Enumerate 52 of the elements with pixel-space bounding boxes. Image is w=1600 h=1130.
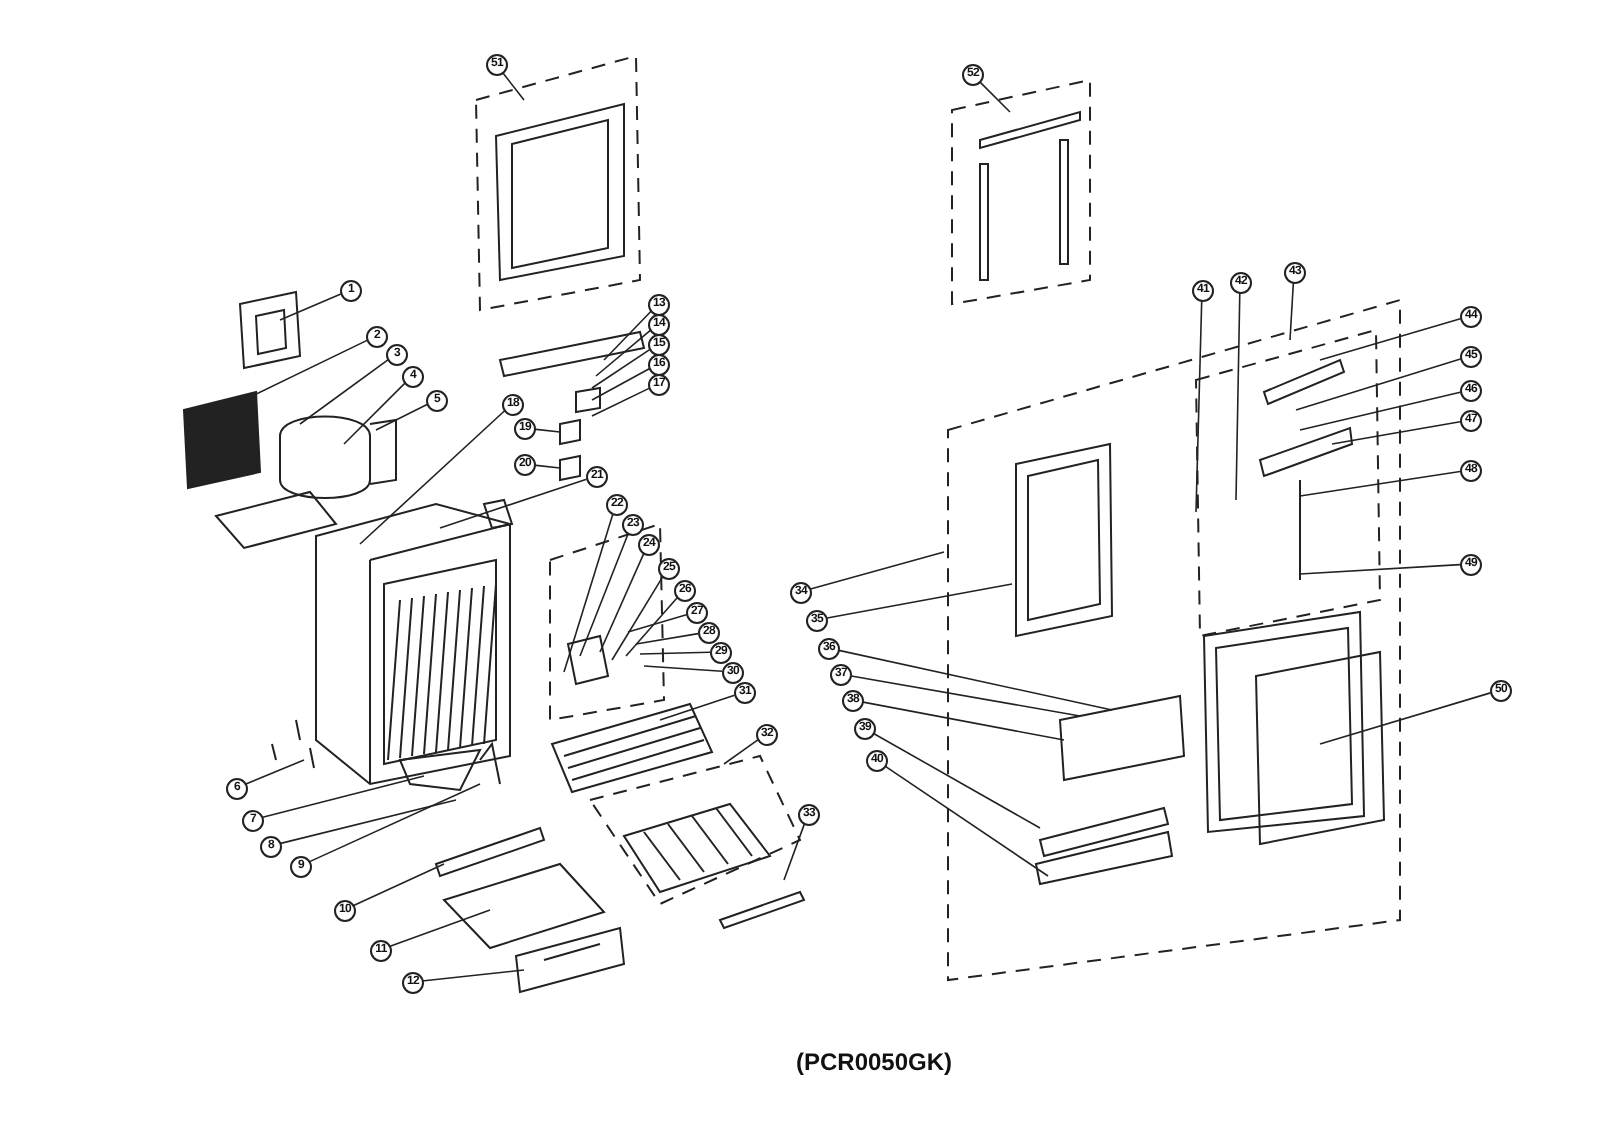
leader-line — [244, 759, 305, 785]
leader-line — [591, 368, 650, 401]
leader-line — [849, 674, 1081, 717]
leader-line — [723, 739, 759, 765]
leader-line — [611, 575, 664, 661]
leader-line — [308, 783, 481, 863]
leader-line — [659, 694, 736, 721]
leader-line — [1299, 470, 1461, 497]
leader-line — [1319, 692, 1492, 745]
leader-line — [808, 551, 945, 591]
leader-line — [591, 387, 650, 417]
leader-line — [599, 552, 645, 653]
leader-line — [639, 651, 711, 655]
leader-line — [533, 428, 561, 433]
caption: (PCR0050GK) — [796, 1048, 953, 1076]
leader-line — [883, 764, 1049, 877]
leader-line — [627, 614, 688, 633]
leader-line — [978, 80, 1011, 113]
leader-line — [343, 382, 406, 445]
leader-line — [533, 464, 561, 469]
leader-line — [1331, 420, 1461, 445]
leader-line — [783, 822, 806, 881]
leader-line — [625, 596, 679, 657]
leader-line — [1319, 318, 1462, 361]
leader-line — [836, 649, 1113, 711]
leader-line — [260, 775, 425, 819]
leader-line — [359, 409, 506, 545]
leader-line — [278, 799, 457, 845]
leader-line — [375, 403, 428, 431]
leader-line — [579, 532, 630, 657]
leader-line — [591, 348, 651, 389]
leader-line — [1235, 291, 1241, 501]
leader-line — [439, 478, 588, 529]
leader-line — [1195, 299, 1203, 513]
leader-line — [279, 293, 342, 321]
leader-line — [635, 632, 699, 645]
leader-line — [1295, 358, 1462, 411]
leader-line — [1299, 391, 1462, 431]
leader-line — [352, 863, 445, 907]
leader-line — [603, 310, 652, 361]
leader-line — [563, 512, 614, 673]
leader-line — [871, 732, 1041, 829]
leader-line — [299, 359, 389, 425]
leader-line — [1289, 281, 1295, 341]
leader-line — [388, 909, 491, 948]
leader-line — [825, 583, 1013, 619]
leader-line — [1299, 563, 1461, 575]
leader-line — [595, 329, 652, 377]
leader-line — [501, 71, 525, 101]
leader-line — [861, 701, 1065, 741]
leader-line — [643, 665, 723, 673]
leader-line — [421, 969, 525, 982]
